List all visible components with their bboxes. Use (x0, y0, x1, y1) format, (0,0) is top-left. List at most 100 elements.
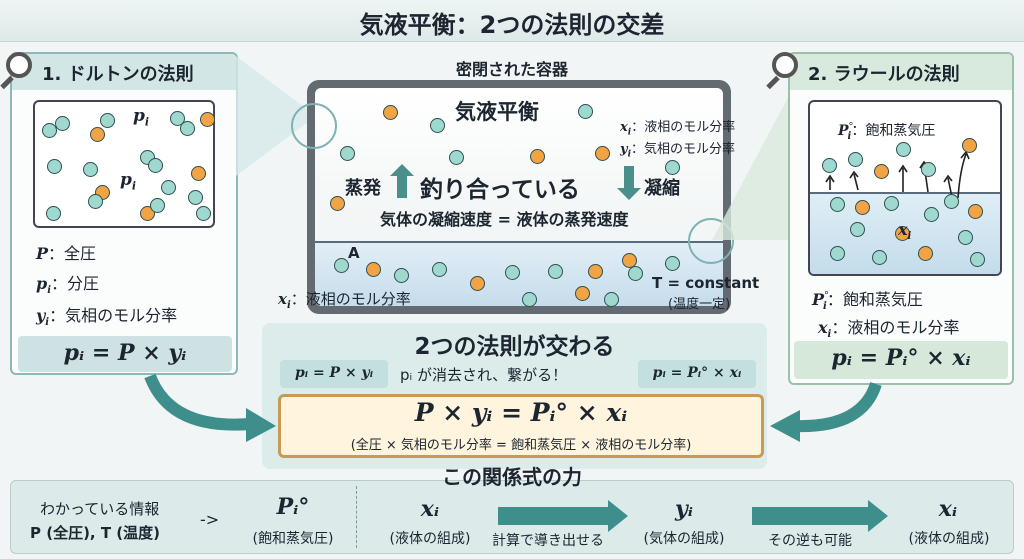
balance-label: 釣り合っている (420, 177, 580, 203)
gas-molecule (595, 146, 610, 161)
zoom-connector-right (712, 90, 792, 240)
raoult-def-liquid-fraction: xi：液相のモル分率 (818, 318, 960, 341)
liquid-molecule (884, 196, 899, 211)
arrow-right-icon (608, 500, 628, 532)
liquid-molecule (522, 292, 537, 307)
gas-molecule (88, 194, 103, 209)
liquid-molecule (872, 250, 887, 265)
liquid-molecule (394, 268, 409, 283)
gas-molecule (42, 123, 57, 138)
key-formula-caption: (全圧 × 気相のモル分率 = 飽和蒸気圧 × 液相のモル分率) (350, 438, 692, 453)
partial-pressure-label-1: pi (133, 106, 150, 129)
liquid-molecule (830, 197, 845, 212)
liquid-molecule (830, 246, 845, 261)
evaporation-label: 蒸発 (345, 178, 381, 199)
gas-molecule (188, 190, 203, 205)
mini-formula-raoult: pᵢ = Pᵢ° × xᵢ (638, 360, 756, 388)
raoult-def-pressure: P°i：飽和蒸気圧 (812, 290, 923, 313)
divider (356, 486, 357, 548)
step-saturation-symbol: Pᵢ° (276, 494, 310, 520)
container-legend-y: yi：気相のモル分率 (620, 142, 735, 160)
vapor-molecule (962, 138, 977, 153)
gas-molecule (191, 166, 206, 181)
up-arrow-shaft (397, 176, 407, 198)
down-arrow-icon (617, 188, 641, 200)
liquid-molecule (548, 264, 563, 279)
arrow-reverse-label: その逆も可能 (768, 533, 852, 549)
temperature-constant: T = constant (652, 274, 760, 292)
magnifier-icon (772, 52, 798, 78)
liquid-molecule (968, 204, 983, 219)
vapor-molecule (921, 162, 936, 177)
rate-equality: 気体の凝縮速度 = 液体の蒸発速度 (380, 210, 629, 229)
container-label: 密閉された容器 (455, 60, 568, 79)
gas-molecule (150, 198, 165, 213)
liquid-molecule (924, 207, 939, 222)
step-vapor-note: (気体の組成) (643, 531, 725, 547)
up-arrow-icon (390, 164, 414, 176)
raoult-heading: 2. ラウールの法則 (808, 64, 960, 85)
arrow-reverse-shaft (752, 507, 870, 525)
arrow-compute-shaft (498, 507, 610, 525)
vapor-molecule (848, 152, 863, 167)
liquid-molecule (918, 246, 933, 261)
known-info-values: P (全圧), T (温度) (30, 524, 161, 542)
gas-molecule (383, 105, 398, 120)
step-saturation-note: (飽和蒸気圧) (252, 531, 334, 547)
gas-molecule (430, 118, 445, 133)
step-liquid-symbol-2: xᵢ (938, 496, 958, 522)
raoult-box-x-label: xi (898, 220, 912, 243)
gas-molecule (47, 159, 62, 174)
liquid-molecule (970, 252, 985, 267)
gas-molecule (196, 206, 211, 221)
gas-molecule (449, 150, 464, 165)
zoom-circle-left (291, 103, 337, 149)
dalton-panel-header (12, 54, 236, 90)
key-formula-box (278, 394, 764, 458)
magnifier-handle-icon (766, 75, 780, 90)
partial-pressure-label-2: pi (120, 170, 137, 193)
liquid-molecule (366, 262, 381, 277)
step-liquid-symbol: xᵢ (420, 496, 440, 522)
arrow-compute-label: 計算で導き出せる (492, 533, 604, 549)
liquid-molecule (850, 222, 865, 237)
liquid-molecule (944, 194, 959, 209)
liquid-molecule (958, 230, 973, 245)
step-vapor-symbol: yᵢ (674, 496, 694, 522)
container-legend-x: xi：液相のモル分率 (620, 120, 736, 138)
zoom-connector-left (236, 56, 316, 176)
known-info-label: わかっている情報 (40, 500, 160, 518)
condensation-label: 凝縮 (644, 178, 680, 199)
power-heading: この関係式の力 (442, 465, 582, 489)
arrow-dalton-to-key (144, 373, 276, 442)
liquid-molecule (505, 265, 520, 280)
vapor-molecule (874, 164, 889, 179)
liquid-molecule (588, 264, 603, 279)
gas-molecule (83, 162, 98, 177)
liquid-molecule (432, 262, 447, 277)
gas-molecule (90, 127, 105, 142)
raoult-box-pressure-label: P°i：飽和蒸気圧 (838, 121, 936, 142)
gas-molecule (530, 149, 545, 164)
raoult-panel-header (790, 54, 1012, 90)
page-title: 気液平衡：2つの法則の交差 (359, 11, 665, 39)
step-liquid-note: (液体の組成) (389, 531, 471, 547)
dalton-formula: pᵢ = P × yᵢ (63, 340, 187, 366)
raoult-formula: pᵢ = Pᵢ° × xᵢ (831, 345, 971, 371)
arrow-raoult-to-key (770, 381, 882, 442)
dalton-def-vapor-fraction: yi：気相のモル分率 (36, 306, 178, 329)
magnifier-icon (6, 52, 32, 78)
step-liquid-note-2: (液体の組成) (908, 531, 990, 547)
gas-molecule (100, 113, 115, 128)
arrow-right-icon (868, 500, 888, 532)
liquid-molecule (575, 286, 590, 301)
title-bar (0, 0, 1024, 42)
liquid-molecule (628, 266, 643, 281)
liquid-molecule (895, 226, 910, 241)
gas-molecule (180, 121, 195, 136)
liquid-molecule (334, 258, 349, 273)
down-arrow-shaft (624, 166, 634, 188)
mini-formula-dalton: pᵢ = P × yᵢ (280, 360, 388, 388)
intersection-note: pᵢ が消去され、繋がる！ (400, 366, 568, 384)
liquid-molecule (855, 200, 870, 215)
